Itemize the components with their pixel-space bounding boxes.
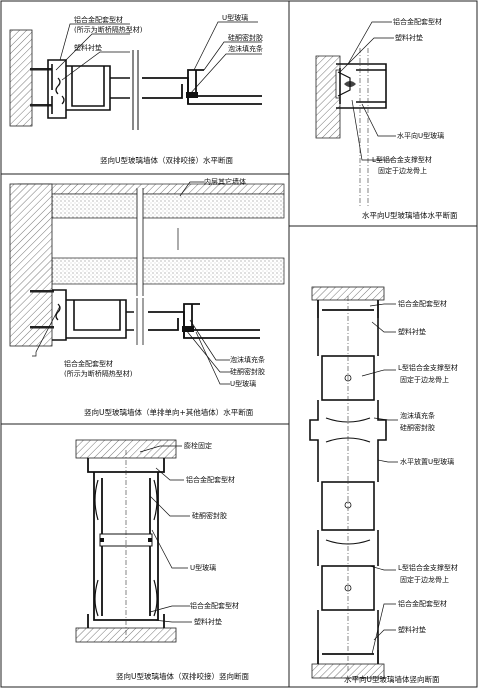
p4-label-6: 塑料衬垫 [194,617,222,626]
p1-label-3: 塑料衬垫 [74,43,102,52]
panel-5-leaders [361,303,398,655]
p5-label-5: 泡沫填充条 [400,411,435,420]
panel-2-leaders [339,21,396,161]
panel-5-drawing: 铝合金配套型材 塑料衬垫 L型铝合金支撑型材 固定于边龙骨上 泡沫填充条 硅酮密… [309,286,458,684]
p3-label-5: 硅酮密封胶 [230,367,265,376]
p5-label-2: 塑料衬垫 [398,327,426,336]
p4-label-1: 膨栓固定 [184,441,212,450]
p5-label-7: 水平放置U型玻璃 [400,457,454,466]
p1-label-5: 硅酮密封胶 [228,33,263,42]
p2-label-5: 固定于边龙骨上 [378,166,427,175]
p5-label-11: 塑料衬垫 [398,625,426,634]
p2-label-2: 塑料衬垫 [395,33,423,42]
p3-label-4: 泡沫填充条 [230,355,265,364]
panel-4-leaders [139,445,192,623]
p4-label-2: 铝合金配套型材 [186,475,235,484]
panel-3-leaders [32,181,230,385]
panel-4-drawing: 膨栓固定 铝合金配套型材 硅酮密封胶 U型玻璃 铝合金配套型材 塑料衬垫 竖向U… [75,439,249,681]
panel-2-drawing: 铝合金配套型材 塑料衬垫 水平向U型玻璃 L型铝合金支撑型材 固定于边龙骨上 水… [315,17,458,220]
p5-label-3: L型铝合金支撑型材 [398,363,458,372]
p5-label-6: 硅酮密封胶 [400,423,435,432]
panel-1-leaders [55,21,262,95]
p3-label-3: (所示为断桥隔热型材) [64,369,133,378]
panel-3-drawing: 内层其它墙体 铝合金配套型材 (所示为断桥隔热型材) 泡沫填充条 硅酮密封胶 U… [9,177,285,417]
p5-label-9: 固定于边龙骨上 [400,575,449,584]
p5-caption: 水平向U型玻璃墙体竖向断面 [344,674,440,684]
p2-caption: 水平向U型玻璃墙体水平断面 [362,210,458,220]
p5-label-8: L型铝合金支撑型材 [398,563,458,572]
p4-label-4: U型玻璃 [190,563,216,572]
p2-label-3: 水平向U型玻璃 [397,131,444,140]
p1-label-4: U型玻璃 [222,13,248,22]
p5-label-4: 固定于边龙骨上 [400,375,449,384]
p3-label-2: 铝合金配套型材 [64,359,113,368]
p4-label-5: 铝合金配套型材 [190,601,239,610]
p3-label-1: 内层其它墙体 [204,177,246,186]
p5-label-1: 铝合金配套型材 [398,299,447,308]
p1-caption: 竖向U型玻璃墙体（双排咬接）水平断面 [100,155,233,165]
p1-label-2: (所示为断桥隔热型材) [74,25,143,34]
p3-label-6: U型玻璃 [230,379,256,388]
p2-label-1: 铝合金配套型材 [393,17,442,26]
p4-caption: 竖向U型玻璃墙体（双排咬接）竖向断面 [116,671,249,681]
p1-label-6: 泡沫填充条 [228,44,263,53]
panel-1-drawing: 铝合金配套型材 (所示为断桥隔热型材) 塑料衬垫 U型玻璃 硅酮密封胶 泡沫填充… [9,13,263,165]
p2-label-4: L型铝合金支撑型材 [372,155,432,164]
p3-caption: 竖向U型玻璃墙体（单排单向+其他墙体）水平断面 [84,407,254,417]
p5-label-10: 铝合金配套型材 [398,599,447,608]
p1-label-1: 铝合金配套型材 [74,15,123,24]
p4-label-3: 硅酮密封胶 [192,511,227,520]
